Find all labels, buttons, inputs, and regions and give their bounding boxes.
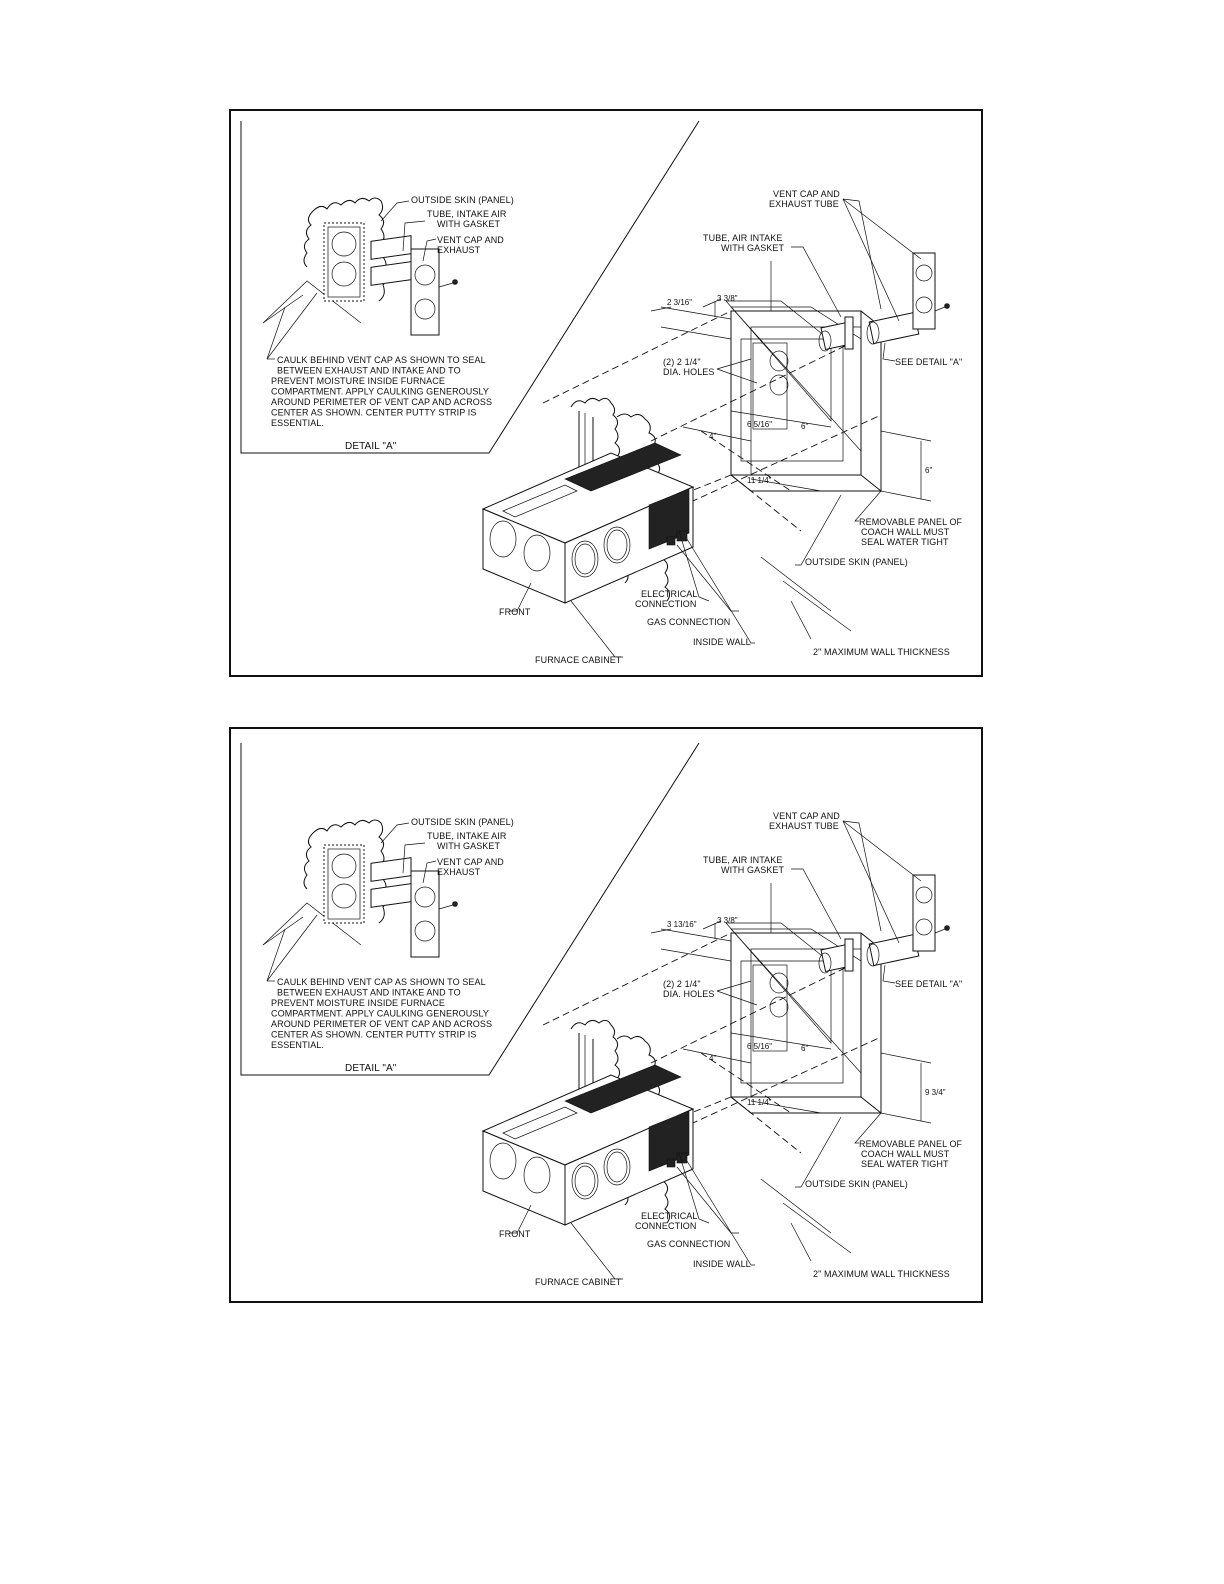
detail-tubes [370,235,412,286]
wall-section-lines [262,902,362,946]
label-gas: GAS CONNECTION [647,1239,730,1249]
dim-label-3: 4" [709,432,716,441]
dim-label-4: 6 5/16" [747,1042,772,1051]
label-max-wall: 2" MAXIMUM WALL THICKNESS [813,647,950,657]
dimension-lines [650,298,932,640]
detail-tubes [370,857,412,908]
label-furnace-cabinet: FURNACE CABINET [535,1277,622,1287]
dim-label-3: 4" [709,1054,716,1063]
dim-label-4: 6 5/16" [747,420,772,429]
detail-label-outside-skin: OUTSIDE SKIN (PANEL) [411,195,514,205]
detail-vent-cap [410,870,458,958]
dim-label-7: 9 3/4" [925,1088,946,1097]
dim-label-2: 3 3/8" [717,916,738,925]
wall-opening-box [725,261,882,492]
label-front: FRONT [499,1229,531,1239]
wall-section-lines [262,280,362,324]
dim-label-5: 6" [801,422,808,431]
label-see-detail: SEE DETAIL "A" [895,357,962,367]
label-max-wall: 2" MAXIMUM WALL THICKNESS [813,1269,950,1279]
vent-cap-exhaust-tube [866,874,950,967]
furnace-cabinet [481,1064,695,1226]
top-louvers [564,1064,682,1114]
label-see-detail: SEE DETAIL "A" [895,979,962,989]
dim-label-6: 11 1/4" [747,1098,772,1107]
furnace-cabinet [481,442,695,604]
dim-label-1: 3 13/16" [667,920,697,929]
detail-vent-cap [410,248,458,336]
detail-a-title: DETAIL "A" [345,441,397,452]
detail-a-callout-border [240,742,700,1076]
gasket-plate [323,222,365,302]
air-intake-tube [818,938,854,974]
gasket-plate [323,844,365,924]
label-furnace-cabinet: FURNACE CABINET [535,655,622,665]
wall-wavy-edge-left [303,210,314,268]
wall-wavy-edge-left [303,832,314,890]
dim-label-2: 3 3/8" [717,294,738,303]
detail-caulk-note: CAULK BEHIND VENT CAP AS SHOWN TO SEAL B… [271,977,495,1050]
label-front: FRONT [499,607,531,617]
detail-caulk-note: CAULK BEHIND VENT CAP AS SHOWN TO SEAL B… [271,355,495,428]
air-intake-tube [818,316,854,352]
detail-a-drawing [262,197,458,360]
label-gas: GAS CONNECTION [647,617,730,627]
label-inside-wall: INSIDE WALL [693,637,751,647]
label-outside-skin: OUTSIDE SKIN (PANEL) [805,557,908,567]
detail-a-title: DETAIL "A" [345,1063,397,1074]
label-outside-skin: OUTSIDE SKIN (PANEL) [805,1179,908,1189]
dim-label-7: 6" [925,466,932,475]
vent-holes [752,342,789,430]
detail-label-outside-skin: OUTSIDE SKIN (PANEL) [411,817,514,827]
dimension-lines [650,920,932,1262]
vent-holes [752,964,789,1052]
vent-cap-exhaust-tube [866,252,950,345]
dim-label-5: 6" [801,1044,808,1053]
detail-a-drawing [262,819,458,982]
dim-label-1: 2 3/16" [667,298,692,307]
top-louvers [564,442,682,492]
dim-label-6: 11 1/4" [747,476,772,485]
detail-a-callout-border [240,120,700,454]
wall-opening-box [725,883,882,1114]
label-holes: (2) 2 1/4"DIA. HOLES [663,979,715,999]
label-inside-wall: INSIDE WALL [693,1259,751,1269]
label-holes: (2) 2 1/4"DIA. HOLES [663,357,715,377]
